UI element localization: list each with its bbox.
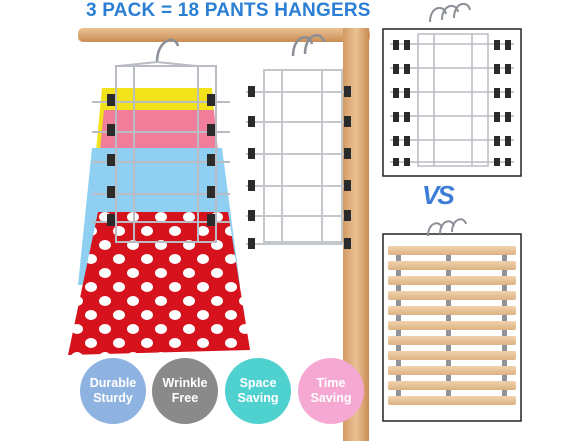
badge-durable-sturdy: Durable Sturdy — [80, 358, 146, 424]
metal-hangers-back — [246, 34, 352, 245]
skirt-red-polka-dot — [68, 212, 250, 355]
headline: 3 PACK = 18 PANTS HANGERS — [86, 0, 371, 21]
metal-stack-clips — [393, 40, 511, 166]
badge-wrinkle-line1: Wrinkle — [162, 376, 208, 390]
vs-label: VS — [422, 180, 455, 210]
wood-hanger-hooks — [427, 218, 467, 237]
badge-space-saving: Space Saving — [225, 358, 291, 424]
badge-space-line1: Space — [239, 376, 277, 390]
badge-wrinkle-free: Wrinkle Free — [152, 358, 218, 424]
badge-space-line2: Saving — [237, 391, 279, 405]
metal-comparison-panel — [382, 28, 522, 177]
badge-wrinkle-line2: Free — [171, 391, 199, 405]
badge-time-line2: Saving — [310, 391, 352, 405]
hanger-clips-front — [107, 94, 215, 226]
wooden-rail-horizontal — [78, 28, 370, 42]
skirts-group — [68, 88, 250, 355]
badge-time-saving: Time Saving — [298, 358, 364, 424]
wood-hanger-clips — [396, 255, 507, 396]
wood-hanger-stack — [388, 246, 516, 405]
badge-durable-line2: Sturdy — [93, 391, 133, 405]
hanger-clips-back — [248, 86, 351, 249]
badge-time-line1: Time — [316, 376, 346, 390]
metal-hanger-stack — [390, 2, 514, 167]
badge-durable-line1: Durable — [89, 376, 137, 390]
